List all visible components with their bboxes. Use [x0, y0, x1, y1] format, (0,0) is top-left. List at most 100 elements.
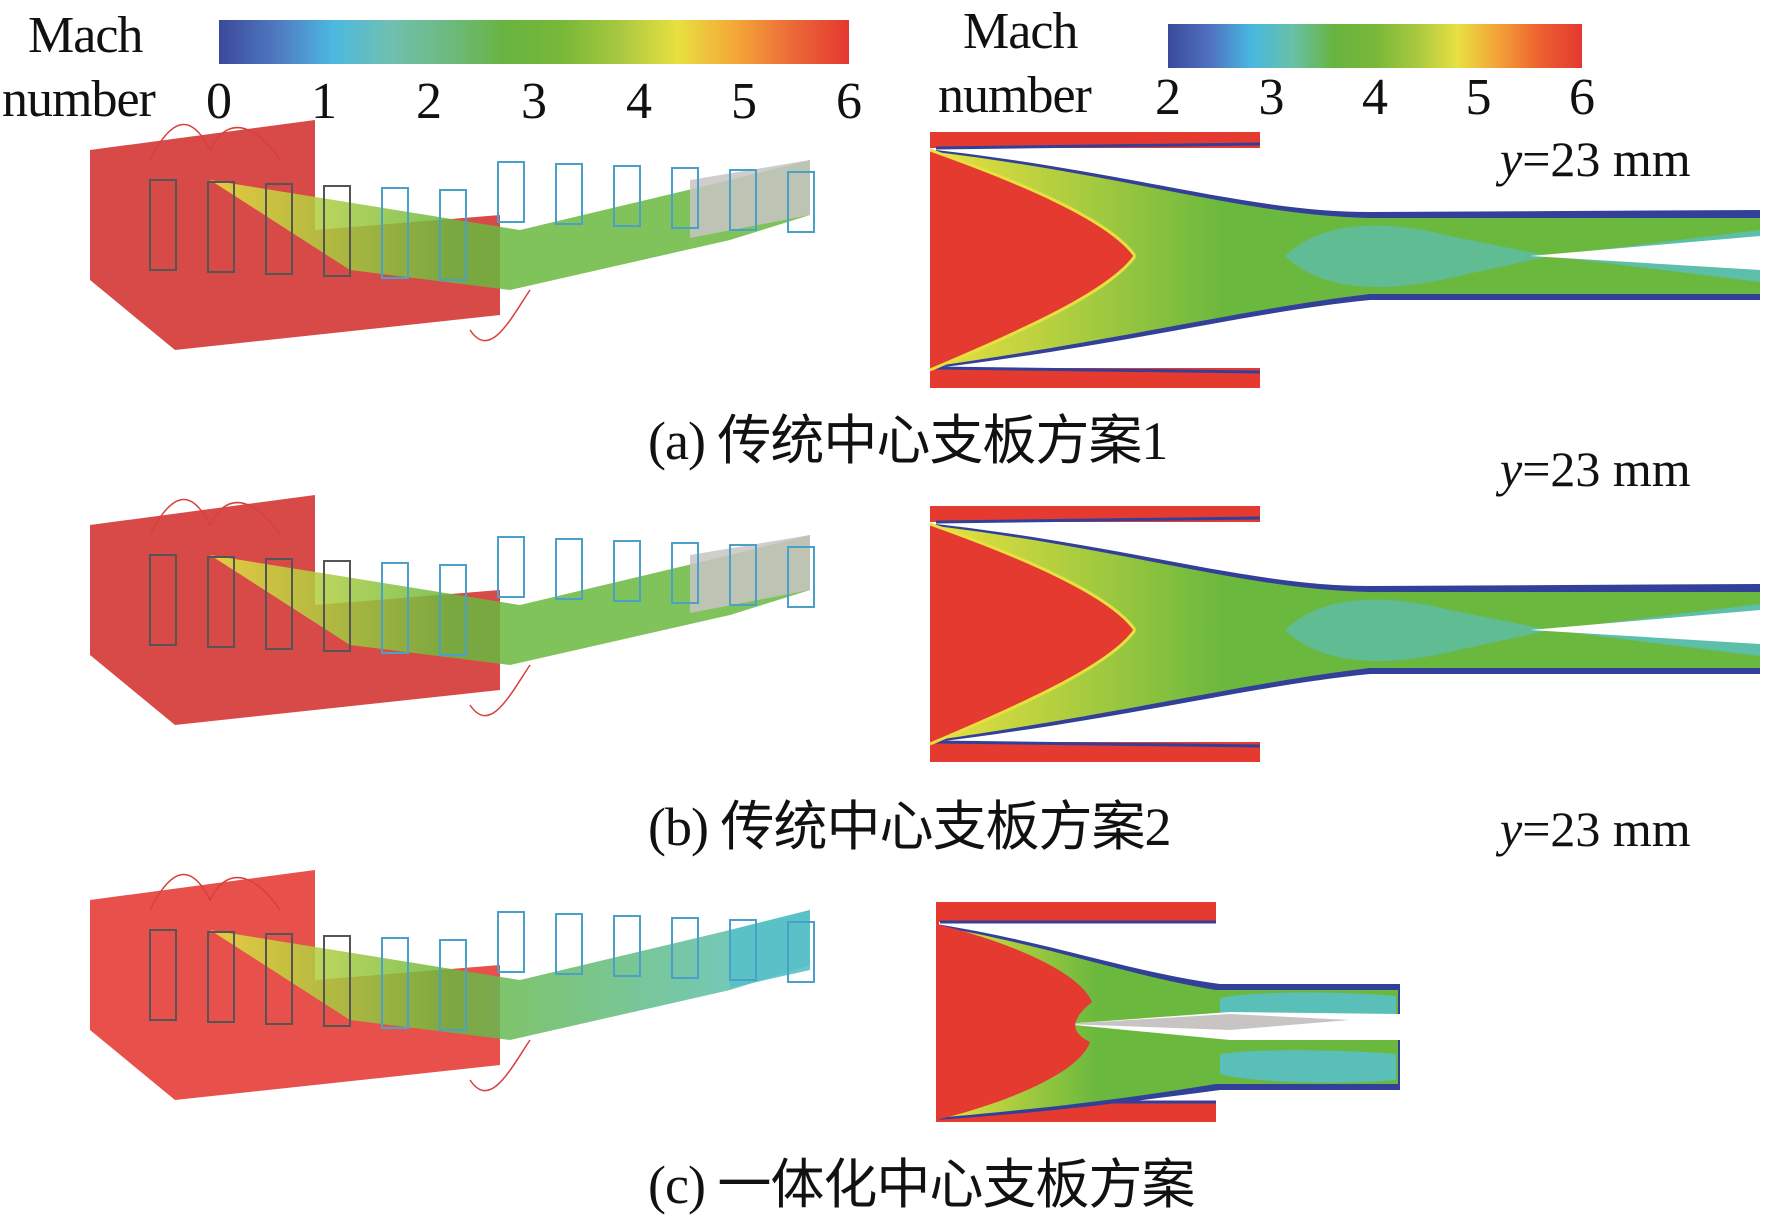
colorbar-tick: 4	[626, 73, 652, 130]
flow-stream-surface	[210, 160, 810, 290]
caption-panel-a: (a) 传统中心支板方案1	[648, 411, 1168, 471]
plane-label-b-value: =23 mm	[1522, 441, 1691, 497]
cross-section-frame	[613, 165, 641, 227]
legend-left-title-line2: number	[2, 71, 156, 128]
cross-section-frame	[207, 181, 235, 273]
inlet-block	[90, 120, 500, 350]
colorbar-tick: 3	[521, 73, 547, 130]
shock-front-upper	[929, 148, 1137, 257]
colorbar-tick: 2	[1155, 69, 1181, 126]
cross-section-frame	[439, 189, 467, 281]
inflow-core	[930, 524, 1135, 744]
colorbar-left	[219, 20, 849, 64]
cross-section-frame	[613, 915, 641, 977]
cross-section-frame	[787, 546, 815, 608]
cross-section-frame	[207, 931, 235, 1023]
shock-diamond-region	[1285, 225, 1550, 288]
3d-view-panel-b	[90, 495, 815, 725]
lower-wall-slab	[930, 742, 1260, 762]
3d-view-panel-c	[90, 870, 815, 1100]
cross-section-frame	[671, 542, 699, 604]
strut-gap	[1530, 610, 1760, 644]
streamline	[149, 873, 281, 911]
upper-wall-boundary	[935, 516, 1261, 524]
upper-wall-slab	[936, 902, 1216, 922]
plane-label-c-value: =23 mm	[1522, 801, 1691, 857]
cross-section-frame	[149, 929, 177, 1021]
colorbar-tick: 6	[836, 73, 862, 130]
lower-branch-flow	[1220, 1050, 1396, 1083]
streamline	[149, 498, 281, 536]
colorbar-tick: 2	[416, 73, 442, 130]
cross-section-frame	[729, 919, 757, 981]
colorbar-tick: 5	[731, 73, 757, 130]
cross-section-frame	[729, 169, 757, 231]
outlet-duct	[730, 910, 810, 988]
strut-body	[1064, 1014, 1350, 1030]
cross-section-frame	[497, 536, 525, 598]
cross-section-frame	[729, 544, 757, 606]
lower-wall-slab	[930, 368, 1260, 388]
lower-wall-boundary	[935, 366, 1261, 374]
legend-right-title-line1: Mach	[963, 3, 1078, 60]
colorbar-tick: 3	[1258, 69, 1285, 126]
plane-label-a: y=23 mm	[1500, 134, 1691, 184]
cross-section-frame	[555, 913, 583, 975]
lower-wall-boundary	[935, 740, 1261, 748]
streamline	[469, 289, 531, 342]
colorbar-tick: 5	[1465, 69, 1492, 126]
colorbar-tick: 1	[311, 73, 337, 130]
flow-stream-surface	[210, 910, 810, 1040]
cross-section-frame	[381, 187, 409, 279]
cross-section-frame	[207, 556, 235, 648]
cross-section-frame	[497, 161, 525, 223]
cross-section-frame	[613, 540, 641, 602]
streamline	[149, 123, 281, 161]
cross-section-frame	[265, 558, 293, 650]
cross-section-frame	[323, 185, 351, 277]
shock-diamond-region	[1285, 599, 1550, 662]
colorbar-tick: 0	[206, 73, 232, 130]
plane-label-b-var: y	[1500, 441, 1523, 497]
strut-panel	[690, 535, 810, 613]
strut-gap	[1530, 236, 1760, 270]
cross-section-frame	[497, 911, 525, 973]
inflow-core	[936, 924, 1092, 1120]
plane-label-a-var: y	[1500, 131, 1523, 187]
cross-section-frame	[787, 921, 815, 983]
cross-section-frame	[555, 538, 583, 600]
cross-section-frame	[149, 554, 177, 646]
legend-left-title-line1: Mach	[28, 7, 143, 64]
flow-stream-surface	[210, 535, 810, 665]
caption-panel-b: (b) 传统中心支板方案2	[648, 797, 1171, 857]
cross-section-frame	[787, 171, 815, 233]
cross-section-frame	[265, 933, 293, 1025]
upper-wall-boundary	[935, 142, 1261, 150]
cross-section-frame	[671, 917, 699, 979]
mach-contour-panel-c	[936, 902, 1400, 1122]
streamline	[469, 664, 531, 717]
inlet-edge	[936, 902, 939, 1122]
cross-section-frame	[265, 183, 293, 275]
mach-contour-panel-a	[929, 132, 1760, 388]
cross-section-frame	[671, 167, 699, 229]
3d-view-panel-a	[90, 120, 815, 350]
shock-front-upper	[929, 522, 1137, 631]
cross-section-frame	[381, 937, 409, 1029]
caption-panel-c: (c) 一体化中心支板方案	[648, 1155, 1195, 1215]
plane-label-c: y=23 mm	[1500, 804, 1691, 854]
plane-label-c-var: y	[1500, 801, 1523, 857]
plane-label-a-value: =23 mm	[1522, 131, 1691, 187]
cross-section-frame	[381, 562, 409, 654]
inlet-block	[90, 870, 500, 1100]
colorbar-right	[1168, 24, 1582, 68]
legend-right-title-line2: number	[938, 67, 1092, 124]
shock-front-lower	[929, 629, 1137, 746]
plane-label-b: y=23 mm	[1500, 444, 1691, 494]
cross-section-frame	[439, 939, 467, 1031]
colorbar-tick: 6	[1569, 69, 1595, 126]
inflow-core	[930, 150, 1135, 370]
cross-section-frame	[149, 179, 177, 271]
colorbar-tick: 4	[1362, 69, 1388, 126]
inlet-block	[90, 495, 500, 725]
